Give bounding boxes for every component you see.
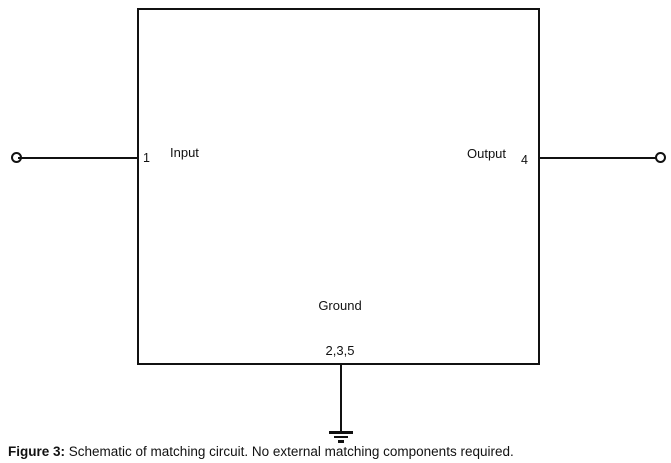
output-terminal-icon <box>655 152 666 163</box>
ground-label: Ground <box>318 298 362 313</box>
output-label: Output <box>467 146 507 161</box>
input-pin-number: 1 <box>143 151 150 165</box>
ground-symbol-icon <box>329 431 353 434</box>
input-label: Input <box>170 145 199 160</box>
figure-caption-prefix: Figure 3: <box>8 444 66 459</box>
ground-pin-numbers: 2,3,5 <box>325 343 355 358</box>
ground-wire <box>340 365 342 432</box>
ground-symbol-icon <box>334 435 348 438</box>
output-wire <box>540 157 659 159</box>
figure-caption-text: Schematic of matching circuit. No extern… <box>65 444 514 459</box>
input-wire <box>18 157 137 159</box>
circuit-body-box <box>137 8 540 365</box>
ground-symbol-icon <box>338 440 344 443</box>
figure-caption: Figure 3: Schematic of matching circuit.… <box>8 444 514 459</box>
output-pin-number: 4 <box>521 153 528 167</box>
